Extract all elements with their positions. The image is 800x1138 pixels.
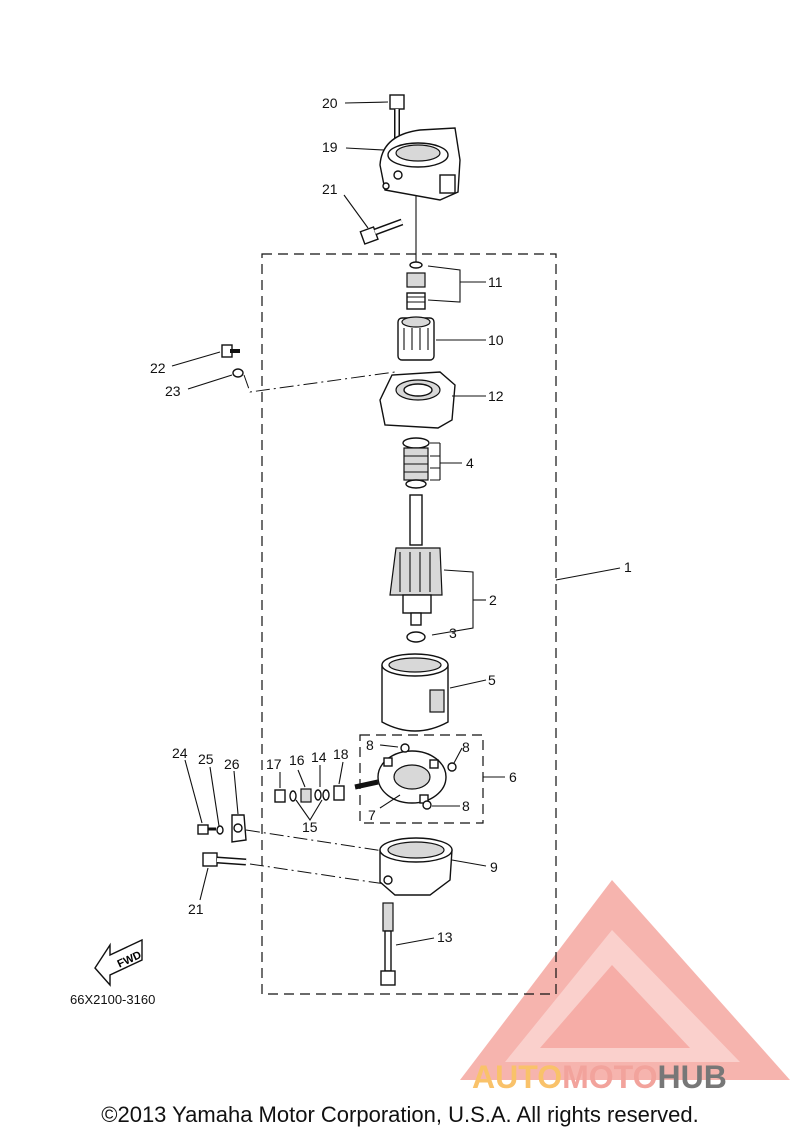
callout-9: 9	[490, 859, 498, 875]
watermark-word-moto: MOTO	[562, 1059, 657, 1095]
assembly-boundary-box	[261, 253, 557, 995]
part-23-washer	[232, 368, 244, 378]
fwd-direction-arrow-icon: FWD	[94, 938, 143, 987]
part-22-screw	[221, 344, 240, 358]
part-21-upper-bolt	[359, 218, 404, 245]
callout-11: 11	[488, 274, 503, 290]
part-12-front-bracket	[379, 371, 456, 429]
callout-26: 26	[224, 756, 240, 772]
watermark-word-auto: AUTO	[472, 1059, 562, 1095]
callout-18: 18	[333, 746, 349, 762]
part-21-lower-bolt	[202, 852, 247, 867]
part-16-nut	[300, 788, 312, 803]
callout-15: 15	[302, 819, 318, 835]
part-14-washer	[314, 789, 322, 801]
part-19-end-cover	[379, 127, 461, 201]
callout-14: 14	[311, 749, 327, 765]
callout-3: 3	[449, 625, 457, 641]
part-25-washer	[216, 825, 224, 835]
callout-21-lower: 21	[188, 901, 204, 917]
callout-22: 22	[150, 360, 166, 376]
watermark-word-hub: HUB	[657, 1059, 726, 1095]
callout-10: 10	[488, 332, 504, 348]
part-13-through-bolt	[380, 902, 396, 986]
callout-12: 12	[488, 388, 504, 404]
callout-25: 25	[198, 751, 214, 767]
callout-13: 13	[437, 929, 453, 945]
part-3-washer	[406, 631, 426, 643]
part-10-pinion-gear	[397, 316, 435, 361]
leader-lines	[171, 101, 621, 946]
automotohub-watermark-logo: AUTOMOTOHUB	[460, 880, 790, 1095]
part-6-brush-holder	[354, 750, 447, 804]
part-5-yoke	[381, 653, 449, 732]
callout-8-top-left: 8	[366, 737, 374, 753]
callout-17: 17	[266, 756, 282, 772]
callout-8-top-right: 8	[462, 739, 470, 755]
part-24-screw	[197, 824, 216, 835]
part-14-washer-b	[322, 789, 330, 801]
part-2-armature	[389, 494, 443, 626]
part-4-spring-set	[402, 437, 430, 489]
callout-7: 7	[368, 807, 376, 823]
diagram-code: 66X2100-3160	[70, 992, 155, 1007]
part-callouts: 20 19 21 11 10 22 23 12 4 1 2 3 5 8 8 8 …	[150, 95, 632, 945]
callout-24: 24	[172, 745, 188, 761]
callout-16: 16	[289, 752, 305, 768]
svg-text:AUTOMOTOHUB: AUTOMOTOHUB	[472, 1059, 727, 1095]
part-11-clip-and-stopper	[406, 261, 426, 310]
part-8-screw	[400, 743, 457, 810]
callout-1: 1	[624, 559, 632, 575]
callout-8-bottom: 8	[462, 798, 470, 814]
callout-6: 6	[509, 769, 517, 785]
terminal-hardware-set	[274, 785, 345, 803]
callout-19: 19	[322, 139, 338, 155]
callout-2: 2	[489, 592, 497, 608]
brush-holder-boundary-box	[359, 734, 484, 824]
part-26-clamp	[231, 814, 247, 843]
copyright-notice: ©2013 Yamaha Motor Corporation, U.S.A. A…	[101, 1102, 699, 1127]
part-16-washer	[289, 790, 297, 802]
callout-20: 20	[322, 95, 338, 111]
part-17-nut	[274, 789, 286, 803]
part-18-insulator	[333, 785, 345, 801]
callout-21: 21	[322, 181, 338, 197]
callout-4: 4	[466, 455, 474, 471]
part-9-rear-bracket	[379, 837, 453, 896]
callout-23: 23	[165, 383, 181, 399]
callout-5: 5	[488, 672, 496, 688]
